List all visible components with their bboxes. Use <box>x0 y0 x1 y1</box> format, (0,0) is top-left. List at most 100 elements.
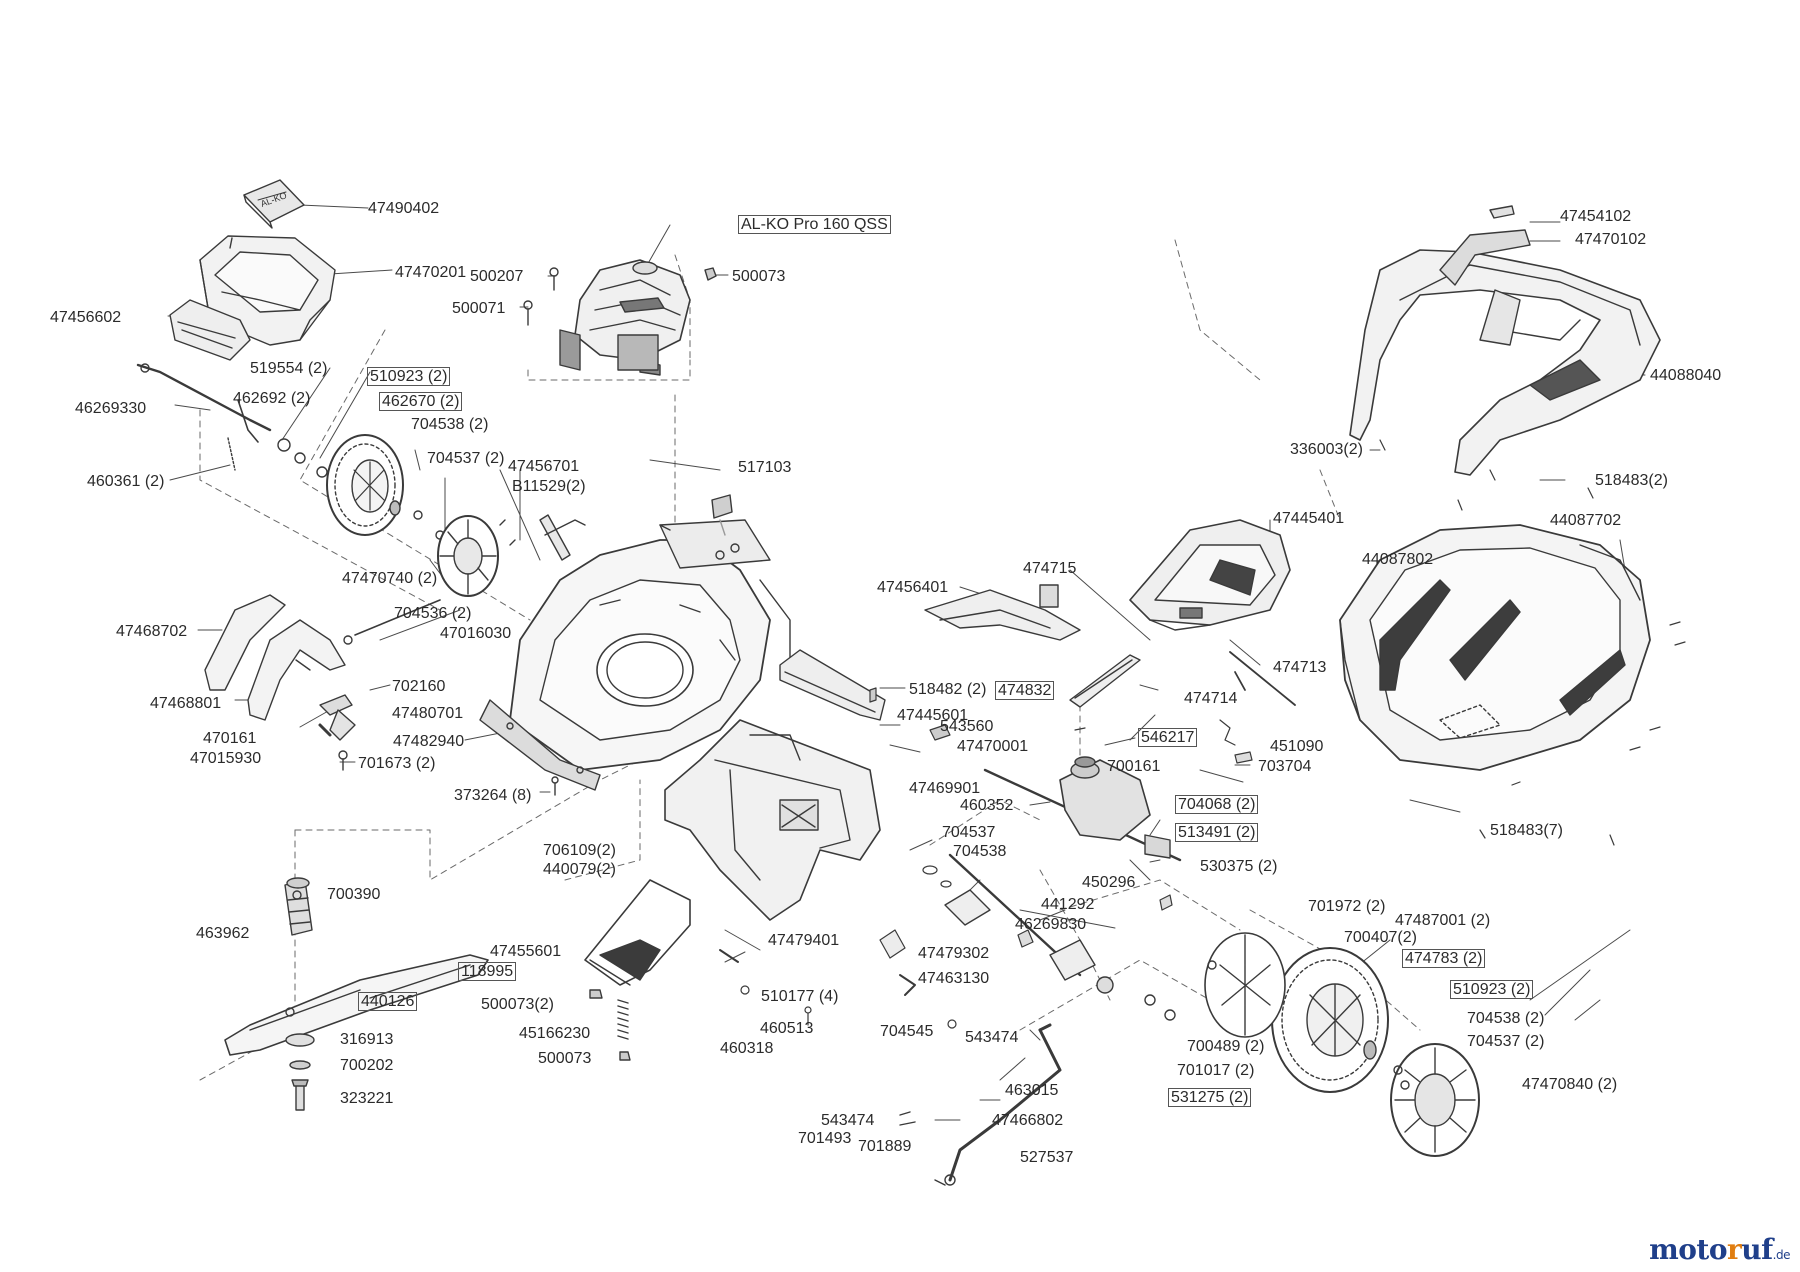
part-label: 47469901 <box>909 780 981 797</box>
part-label: 47470840 (2) <box>1522 1076 1618 1093</box>
part-label: 513491 (2) <box>1175 823 1259 842</box>
part-label: 47482940 <box>393 733 465 750</box>
part-label: 460352 <box>960 797 1014 814</box>
part-label: 47445601 <box>897 707 969 724</box>
part-label: 543474 <box>821 1112 875 1129</box>
front-wheel-left-part <box>326 434 445 540</box>
part-label: 47466802 <box>992 1112 1064 1129</box>
part-label: 500071 <box>452 300 506 317</box>
part-label: 47479401 <box>768 932 840 949</box>
part-label: 462670 (2) <box>379 392 463 411</box>
part-label: 700161 <box>1107 758 1161 775</box>
part-label: 704538 (2) <box>1467 1010 1545 1027</box>
part-label: 47480701 <box>392 705 464 722</box>
part-label: 701673 (2) <box>358 755 436 772</box>
part-label: 463962 <box>196 925 250 942</box>
part-label: 701493 <box>798 1130 852 1147</box>
part-label: 701889 <box>858 1138 912 1155</box>
part-label: 704536 (2) <box>394 605 472 622</box>
height-lever-part <box>899 1023 1062 1186</box>
part-label: 460318 <box>720 1040 774 1057</box>
blade-part <box>224 877 489 1111</box>
part-label: 47470740 (2) <box>342 570 438 587</box>
part-label: 323221 <box>340 1090 394 1107</box>
part-label: 47456701 <box>508 458 580 475</box>
part-label: 46269830 <box>1015 916 1087 933</box>
side-flap-parts <box>204 594 559 796</box>
part-label: 704537 (2) <box>1467 1033 1545 1050</box>
part-label: 527537 <box>1020 1149 1074 1166</box>
logo-tld: .de <box>1772 1248 1791 1262</box>
part-label: 373264 (8) <box>454 787 532 804</box>
part-label: 701017 (2) <box>1177 1062 1255 1079</box>
fill-indicator-part <box>924 584 1081 641</box>
part-label: 706109(2) <box>543 842 616 859</box>
part-label: 500073 <box>732 268 786 285</box>
part-label: 701972 (2) <box>1308 898 1386 915</box>
part-label: 47468702 <box>116 623 188 640</box>
part-label: 700489 (2) <box>1187 1038 1265 1055</box>
part-label: 460361 (2) <box>87 473 165 490</box>
part-label: 510177 (4) <box>761 988 839 1005</box>
part-label: 518483(2) <box>1595 472 1668 489</box>
part-label: 47456602 <box>50 309 122 326</box>
part-label: 530375 (2) <box>1200 858 1278 875</box>
drive-axle-part <box>944 756 1182 1021</box>
logo-part: moto <box>1649 1233 1727 1266</box>
part-label: 47468801 <box>150 695 222 712</box>
part-label: 470161 <box>203 730 257 747</box>
part-label: 500207 <box>470 268 524 285</box>
part-label: 440126 <box>358 992 418 1011</box>
part-label: 47487001 (2) <box>1395 912 1491 929</box>
part-label: 451090 <box>1270 738 1324 755</box>
front-grip-part <box>169 299 251 361</box>
part-label: 316913 <box>340 1031 394 1048</box>
part-label: 462692 (2) <box>233 390 311 407</box>
mower-deck-part <box>479 519 791 791</box>
axle-rod-part <box>136 363 328 478</box>
part-label: 46269330 <box>75 400 147 417</box>
part-label: 47456401 <box>877 579 949 596</box>
hubcap-left-part <box>437 515 499 597</box>
part-label: 47470001 <box>957 738 1029 755</box>
part-label: 474713 <box>1273 659 1327 676</box>
hubcap-right-part <box>1390 1043 1480 1157</box>
part-label: 336003(2) <box>1290 441 1363 458</box>
part-label: 463015 <box>1005 1082 1059 1099</box>
part-label: 441292 <box>1041 896 1095 913</box>
part-label: 500073(2) <box>481 996 554 1013</box>
mulch-plug-part <box>584 879 691 986</box>
part-label: 440079(2) <box>543 861 616 878</box>
part-label: 700390 <box>327 886 381 903</box>
part-label: 500073 <box>538 1050 592 1067</box>
part-label: 510923 (2) <box>1450 980 1534 999</box>
part-label: 44087702 <box>1550 512 1622 529</box>
motoruf-logo[interactable]: motoruf.de <box>1649 1233 1790 1266</box>
part-label: 44088040 <box>1650 367 1722 384</box>
leader-lines <box>167 204 1646 1121</box>
belt-part <box>1069 654 1141 708</box>
grass-catcher-part <box>1339 524 1651 771</box>
part-label: 531275 (2) <box>1168 1088 1252 1107</box>
small-parts-center <box>719 687 1253 1029</box>
part-label: 703704 <box>1258 758 1312 775</box>
part-label: 700202 <box>340 1057 394 1074</box>
plug-spring-part <box>589 989 631 1061</box>
part-label: 47490402 <box>368 200 440 217</box>
part-label: 702160 <box>392 678 446 695</box>
part-label: 47470102 <box>1575 231 1647 248</box>
part-label: 543560 <box>940 718 994 735</box>
rear-wheel-right-part <box>1271 947 1389 1093</box>
part-label: 47015930 <box>190 750 262 767</box>
part-label: 47479302 <box>918 945 990 962</box>
deflector-parts <box>499 494 733 561</box>
part-label: 704537 (2) <box>427 450 505 467</box>
part-label: 460513 <box>760 1020 814 1037</box>
logo-part: uf <box>1741 1233 1773 1266</box>
part-label: 474783 (2) <box>1402 949 1486 968</box>
screws-right <box>1379 439 1686 846</box>
part-label: 45166230 <box>519 1025 591 1042</box>
part-label: 47016030 <box>440 625 512 642</box>
